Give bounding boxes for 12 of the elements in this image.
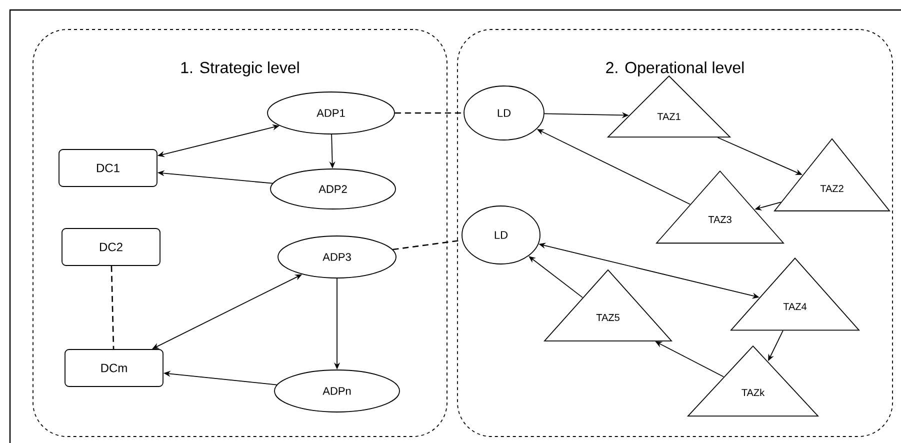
ellipse-node: LD <box>462 206 540 264</box>
process-box: DC1 <box>58 149 158 187</box>
process-box: DC2 <box>62 228 160 266</box>
ellipse-node: ADP3 <box>278 236 396 278</box>
process-box: DCm <box>64 349 164 387</box>
ellipse-node: ADPn <box>274 370 400 412</box>
connector-line <box>392 240 462 250</box>
connector-line <box>110 266 114 350</box>
ellipse-node: ADP2 <box>270 168 396 210</box>
ellipse-node: ADP1 <box>267 92 395 134</box>
ellipse-node: LD <box>464 86 544 140</box>
connector-line <box>394 112 464 114</box>
